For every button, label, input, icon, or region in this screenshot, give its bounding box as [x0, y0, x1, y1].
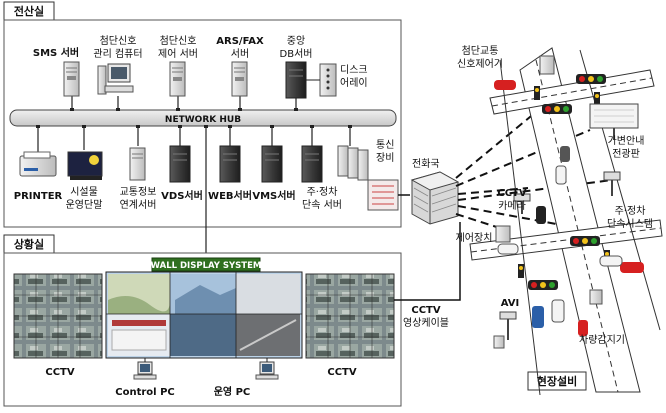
- parking-system-label-2: 단속시스템: [607, 218, 653, 230]
- cctv-cable-label-2: 영상케이블: [403, 317, 449, 329]
- traffic-signal-2: [576, 74, 606, 84]
- control-room-label: 상황실: [14, 237, 44, 251]
- ars-fax-label-1: ARS/FAX: [216, 36, 264, 47]
- ars-fax-server-icon: [231, 61, 248, 97]
- telephone-office-building-icon: [410, 171, 460, 225]
- right-cctv-grid: [306, 274, 394, 358]
- traffic-link-server-icon: [129, 147, 146, 181]
- traffic-link-label-1: 교통정보: [120, 186, 157, 198]
- parking-server-icon: [301, 145, 323, 183]
- server-room-tab: 전산실: [3, 1, 55, 21]
- field-labels: 첨단교통 신호제어기 CCTV 카메라 제어장치 가변안내 전광판 주·정차 단…: [456, 45, 653, 346]
- control-unit-label: 제어장치: [456, 232, 493, 244]
- field-label: 현장설비: [537, 374, 577, 388]
- parking-server-label-2: 단속 서버: [302, 199, 342, 211]
- traffic-signal-4: [528, 280, 558, 290]
- central-db-server-icon: [285, 61, 307, 99]
- traffic-signal-1: [542, 104, 572, 114]
- signal-mgmt-label-1: 첨단신호: [100, 35, 137, 47]
- facility-terminal-label-2: 운영단말: [66, 199, 103, 211]
- cctv-cable-label-1: CCTV: [411, 305, 440, 316]
- wall-display-title-bar: [151, 257, 261, 272]
- central-db-label-1: 중앙: [287, 35, 305, 47]
- printer-label: PRINTER: [14, 191, 63, 202]
- parking-system-label-1: 주·정차: [615, 205, 646, 217]
- signal-mgmt-label-2: 관리 컴퓨터: [93, 48, 142, 60]
- network-hub-label: NETWORK HUB: [165, 115, 241, 125]
- ops-pc-label: 운영 PC: [214, 385, 251, 398]
- vds-server-icon: [169, 145, 191, 183]
- signal-ctrl-label-2: 제어 서버: [158, 48, 198, 60]
- vms-server-label: VMS서버: [252, 189, 295, 202]
- signal-mgmt-computer-icon: [97, 63, 134, 95]
- control-room-tab: 상황실: [3, 234, 55, 254]
- signal-controller-label-2: 신호제어기: [457, 58, 503, 70]
- cctv-left-label: CCTV: [45, 367, 74, 378]
- hub-ports-bottom: [36, 125, 352, 128]
- left-cctv-grid: [14, 274, 102, 358]
- patch-panel-icon: [367, 179, 399, 211]
- cctv-cable-line: [394, 222, 461, 301]
- traffic-signal-3: [570, 236, 600, 246]
- parking-server-label-1: 주·정차: [307, 186, 338, 198]
- svg-text:SMS 서버: SMS 서버: [33, 46, 79, 59]
- signal-ctrl-label-1: 첨단신호: [160, 35, 197, 47]
- control-pc-icon: [133, 361, 157, 380]
- comm-equipment-icon: [337, 145, 369, 181]
- bottom-connectors: [37, 126, 351, 262]
- web-server-label: WEB서버: [208, 189, 252, 202]
- vms-board-icon: [589, 103, 639, 140]
- cctv-right-label: CCTV: [327, 367, 356, 378]
- sms-server-icon: [63, 61, 80, 97]
- signal-controller-label-1: 첨단교통: [462, 45, 499, 57]
- bottom-device-labels: PRINTER 시설물 운영단말 교통정보 연계서버 VDS서버 WEB서버 V…: [14, 139, 395, 211]
- facility-terminal-label-1: 시설물: [70, 186, 98, 198]
- hub-ports-top: [70, 108, 298, 111]
- vms-server-icon: [261, 145, 283, 183]
- vehicles: [494, 80, 644, 336]
- signal-ctrl-server-icon: [169, 61, 186, 97]
- pc-connectors: [144, 358, 268, 362]
- signal-controller-icon: [539, 55, 555, 75]
- avi-label: AVI: [501, 298, 520, 309]
- control-unit-icon: [495, 225, 511, 243]
- traffic-link-label-2: 연계서버: [120, 199, 157, 211]
- server-room-label: 전산실: [14, 4, 44, 18]
- field-tab: 현장설비: [527, 371, 587, 391]
- web-server-icon: [219, 145, 241, 183]
- facility-terminal-icon: [67, 151, 103, 180]
- ops-pc-icon: [255, 361, 279, 380]
- network-hub: [9, 109, 397, 127]
- wall-display-screen: [105, 271, 303, 359]
- telephone-office-label: 전화국: [412, 158, 440, 170]
- parking-camera-icon: [603, 171, 621, 196]
- printer-icon: [19, 151, 57, 177]
- comm-equipment-label-1: 통신: [376, 139, 394, 151]
- disk-array-label-2: 어레이: [340, 77, 368, 89]
- cctv-camera-icon: [513, 193, 531, 214]
- central-db-label-2: DB서버: [280, 48, 313, 60]
- avi-camera-icon: [493, 311, 517, 349]
- sms-server-label: SMS 서버: [33, 46, 79, 59]
- cctv-camera-label-1: CCTV: [497, 188, 526, 199]
- disk-array-icon: [306, 63, 337, 97]
- road-map: [469, 47, 663, 396]
- disk-array-label-1: 디스크: [340, 64, 368, 76]
- control-pc-label: Control PC: [115, 387, 175, 398]
- vehicle-detector-icon: [589, 289, 603, 305]
- cctv-camera-label-2: 카메라: [498, 200, 526, 212]
- comm-equipment-label-2: 장비: [376, 152, 394, 164]
- vms-label-1: 가변안내: [608, 135, 645, 147]
- wall-display-title: WALL DISPLAY SYSTEM: [151, 261, 262, 271]
- vehicle-detector-label: 차량감지기: [579, 334, 625, 346]
- vms-label-2: 전광판: [612, 148, 640, 160]
- ars-fax-label-2: 서버: [231, 48, 249, 60]
- top-device-labels: SMS 서버 첨단신호 관리 컴퓨터 첨단신호 제어 서버 ARS/FAX 서버…: [33, 35, 368, 89]
- vds-server-label: VDS서버: [161, 189, 203, 202]
